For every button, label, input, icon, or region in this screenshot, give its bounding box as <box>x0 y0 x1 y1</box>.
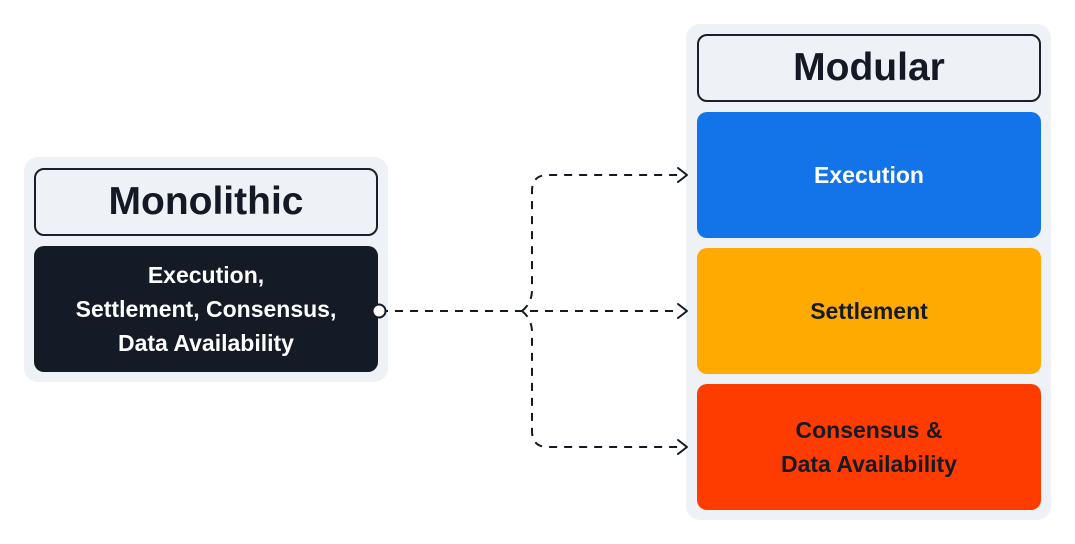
monolithic-title: Monolithic <box>34 168 378 236</box>
monolithic-block-line-2: Settlement, Consensus, <box>75 296 337 322</box>
settlement-label: Settlement <box>810 298 928 324</box>
connector-to-consensus <box>521 310 680 448</box>
settlement-block: Settlement <box>697 248 1041 374</box>
consensus-data-availability-block: Consensus & Data Availability <box>697 384 1041 510</box>
monolithic-block-line-1: Execution, <box>147 262 265 288</box>
monolithic-layer-block: Execution, Settlement, Consensus, Data A… <box>34 246 378 372</box>
execution-block: Execution <box>697 112 1041 238</box>
monolithic-block-line-3: Data Availability <box>118 330 294 356</box>
arrowhead-settlement-icon <box>677 303 688 319</box>
arrowhead-execution-icon <box>677 167 688 183</box>
arrowhead-consensus-icon <box>677 439 688 455</box>
modular-title: Modular <box>697 34 1041 102</box>
connector-origin-dot-icon <box>371 303 387 319</box>
consensus-label-line-1: Consensus & <box>795 417 943 443</box>
consensus-label-line-2: Data Availability <box>781 451 957 477</box>
execution-label: Execution <box>814 162 924 188</box>
connector-to-execution <box>521 174 680 312</box>
